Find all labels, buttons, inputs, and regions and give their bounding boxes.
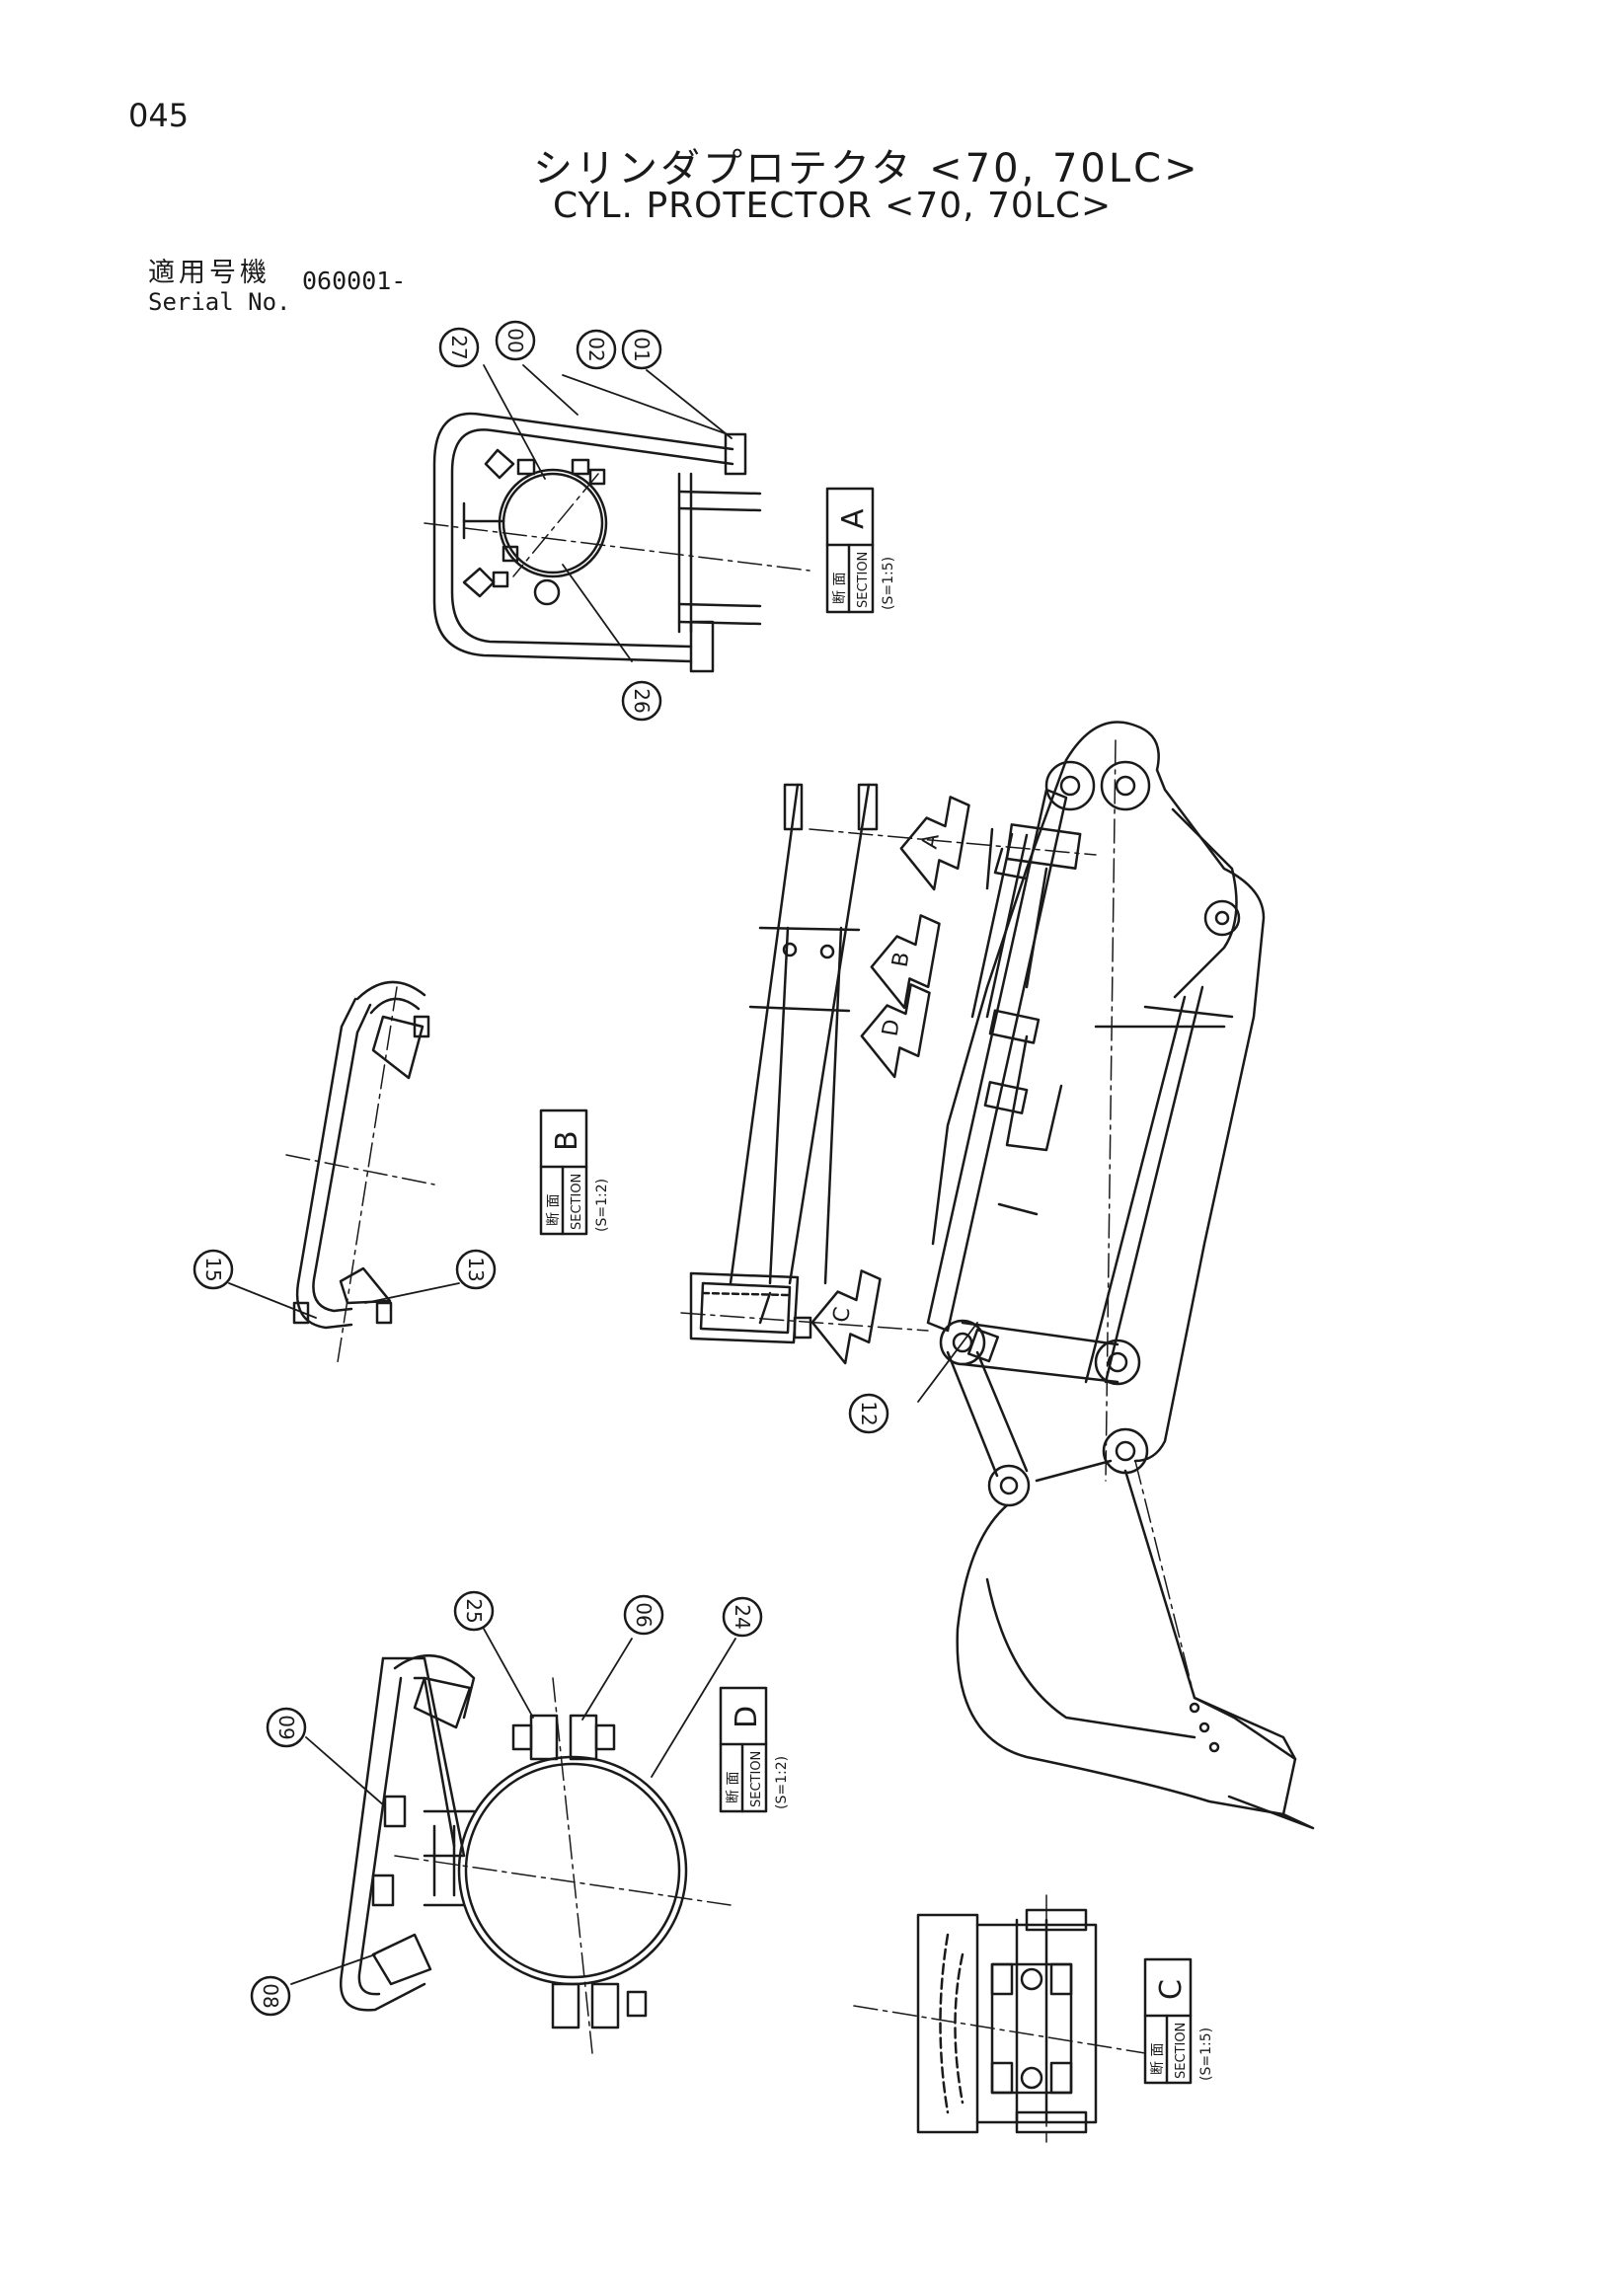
svg-text:断 面: 断 面 <box>832 573 848 604</box>
serial-number-value: 060001- <box>302 267 407 295</box>
arm-cylinder-protector <box>926 788 1082 1363</box>
svg-text:(S=1:2): (S=1:2) <box>774 1756 790 1809</box>
svg-text:24: 24 <box>731 1604 754 1629</box>
svg-text:13: 13 <box>464 1257 488 1281</box>
svg-text:D: D <box>878 1018 905 1038</box>
detached-protector <box>689 783 879 1344</box>
callout-13: 13 <box>455 1249 497 1290</box>
svg-text:断 面: 断 面 <box>1150 2043 1166 2075</box>
callout-25: 25 <box>453 1590 495 1632</box>
svg-text:B: B <box>550 1130 584 1151</box>
section-arrow-b: B <box>870 914 941 1010</box>
svg-text:断 面: 断 面 <box>546 1194 562 1226</box>
svg-text:02: 02 <box>584 337 608 361</box>
svg-text:15: 15 <box>201 1257 225 1281</box>
section-label-b: 断 面 SECTION B (S=1:2) <box>539 1109 610 1236</box>
callout-15: 15 <box>193 1249 234 1290</box>
svg-text:09: 09 <box>274 1715 298 1739</box>
section-d-view <box>290 1628 736 2054</box>
svg-text:C: C <box>828 1305 855 1324</box>
section-cut-lines <box>680 739 1117 1482</box>
svg-text:断 面: 断 面 <box>726 1772 741 1803</box>
serial-label-japanese: 適用号機 <box>148 258 270 288</box>
svg-text:06: 06 <box>632 1602 656 1627</box>
callout-27: 27 <box>438 327 480 368</box>
svg-text:(S=1:2): (S=1:2) <box>594 1179 610 1232</box>
section-arrow-a: A <box>899 796 970 891</box>
svg-text:26: 26 <box>630 688 654 713</box>
section-arrow-d: D <box>860 983 931 1079</box>
section-label-d: 断 面 SECTION D (S=1:2) <box>719 1686 790 1813</box>
section-b-view <box>228 980 460 1363</box>
title-japanese: シリンダプロテクタ <70, 70LC> <box>533 146 1200 191</box>
svg-text:(S=1:5): (S=1:5) <box>881 557 896 610</box>
svg-text:C: C <box>1154 1979 1189 2000</box>
svg-text:25: 25 <box>462 1598 486 1623</box>
callout-08: 08 <box>250 1975 291 2017</box>
callout-01: 01 <box>621 329 662 370</box>
serial-label-english: Serial No. <box>148 288 291 316</box>
svg-text:SECTION: SECTION <box>749 1751 764 1807</box>
callout-06: 06 <box>623 1594 664 1636</box>
section-a-cylinder-rod <box>501 472 604 574</box>
svg-text:SECTION: SECTION <box>856 552 871 608</box>
section-a-view <box>424 364 810 673</box>
excavator-arm-assembly <box>931 721 1315 1830</box>
callout-12: 12 <box>848 1393 889 1434</box>
svg-text:B: B <box>887 951 914 969</box>
svg-text:(S=1:5): (S=1:5) <box>1198 2028 1214 2081</box>
section-label-a: 断 面 SECTION A (S=1:5) <box>825 487 896 614</box>
svg-text:00: 00 <box>503 328 527 352</box>
svg-text:08: 08 <box>259 1983 282 2008</box>
section-label-c: 断 面 SECTION C (S=1:5) <box>1143 1957 1214 2085</box>
svg-text:A: A <box>836 508 871 529</box>
callout-24: 24 <box>722 1596 763 1638</box>
callout-26: 26 <box>621 680 662 722</box>
callout-09: 09 <box>266 1707 307 1748</box>
svg-text:SECTION: SECTION <box>1174 2023 1189 2079</box>
svg-text:SECTION: SECTION <box>570 1174 584 1230</box>
svg-text:A: A <box>917 832 944 851</box>
svg-text:27: 27 <box>447 335 471 359</box>
page-number: 045 <box>128 97 190 134</box>
title-english: CYL. PROTECTOR <70, 70LC> <box>553 186 1113 226</box>
svg-text:01: 01 <box>630 337 654 361</box>
callout-02: 02 <box>576 329 617 370</box>
svg-text:12: 12 <box>857 1401 881 1425</box>
callout-00: 00 <box>495 320 536 361</box>
section-c-view <box>853 1894 1146 2143</box>
section-arrow-c: C <box>810 1269 882 1365</box>
svg-text:D: D <box>730 1706 764 1728</box>
